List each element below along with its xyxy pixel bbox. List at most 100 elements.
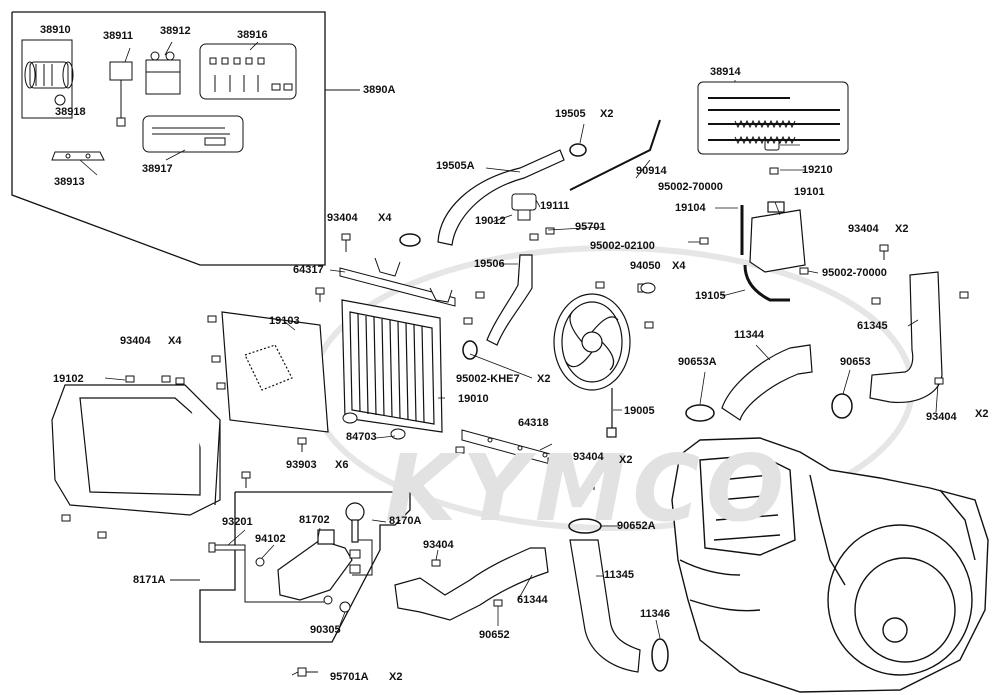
label-64317[interactable]: 64317	[293, 264, 324, 276]
clamp-90653A	[685, 404, 715, 422]
label-19210[interactable]: 19210	[802, 164, 833, 176]
qty-93404-top: X4	[378, 212, 392, 224]
label-19101[interactable]: 19101	[794, 186, 825, 198]
bolts	[61, 167, 969, 677]
label-19012[interactable]: 19012	[475, 215, 506, 227]
label-19111[interactable]: 19111	[540, 200, 570, 212]
label-11346[interactable]: 11346	[640, 608, 670, 620]
label-95002-70000-top[interactable]: 95002-70000	[658, 181, 723, 193]
label-95701A[interactable]: 95701A	[330, 671, 369, 683]
breather-tube	[569, 119, 661, 191]
leader-lines	[79, 41, 939, 676]
qty-94050: X4	[672, 260, 686, 272]
label-93201[interactable]: 93201	[222, 516, 253, 528]
thermostat	[511, 193, 537, 221]
label-90652[interactable]: 90652	[479, 629, 510, 641]
intake-duct-left	[394, 547, 549, 621]
clamp-11346	[651, 638, 669, 672]
label-84703[interactable]: 84703	[346, 431, 377, 443]
qty-93404-left: X4	[168, 335, 182, 347]
qty-93903: X6	[335, 459, 349, 471]
label-94050[interactable]: 94050	[630, 260, 661, 272]
relay-box	[145, 51, 181, 95]
qty-95002-KHE7: X2	[537, 373, 551, 385]
label-38912[interactable]: 38912	[160, 25, 191, 37]
radiator-screen	[221, 311, 329, 433]
hitch-nut	[349, 549, 361, 559]
label-61345[interactable]: 61345	[857, 320, 888, 332]
label-90653A[interactable]: 90653A	[678, 356, 717, 368]
label-19105[interactable]: 19105	[695, 290, 726, 302]
label-95002-02100[interactable]: 95002-02100	[590, 240, 655, 252]
hitch-washer	[255, 557, 265, 567]
label-19104[interactable]: 19104	[675, 202, 706, 214]
upper-hose	[437, 149, 565, 246]
label-93404-left[interactable]: 93404	[120, 335, 151, 347]
label-19010[interactable]: 19010	[458, 393, 489, 405]
label-19005[interactable]: 19005	[624, 405, 655, 417]
winch-kit-frame	[11, 11, 326, 266]
winch-bracket	[51, 151, 105, 161]
label-11344[interactable]: 11344	[734, 329, 764, 341]
label-93404-low[interactable]: 93404	[423, 539, 454, 551]
label-95002-70000-mid[interactable]: 95002-70000	[822, 267, 887, 279]
label-81702[interactable]: 81702	[299, 514, 330, 526]
exhaust-duct-lower	[569, 539, 641, 673]
hitch-ball	[345, 502, 365, 543]
intake-duct-right	[869, 271, 943, 404]
label-95701[interactable]: 95701	[575, 221, 606, 233]
label-38914[interactable]: 38914	[710, 66, 741, 78]
winch-switch	[109, 61, 133, 127]
intake-duct-center	[721, 344, 813, 421]
hitch-receiver	[277, 529, 353, 601]
qty-93404-right: X2	[895, 223, 909, 235]
label-64318[interactable]: 64318	[518, 417, 549, 429]
label-38910[interactable]: 38910	[40, 24, 71, 36]
label-90652A[interactable]: 90652A	[617, 520, 656, 532]
label-38918[interactable]: 38918	[55, 106, 86, 118]
label-61344[interactable]: 61344	[517, 594, 548, 606]
label-19103[interactable]: 19103	[269, 315, 300, 327]
cooling-fan	[553, 293, 631, 438]
label-90653[interactable]: 90653	[840, 356, 871, 368]
label-93404-right[interactable]: 93404	[848, 223, 879, 235]
lower-radiator-hose	[486, 254, 533, 346]
label-93404-top[interactable]: 93404	[327, 212, 358, 224]
label-11345[interactable]: 11345	[604, 569, 634, 581]
label-94102[interactable]: 94102	[255, 533, 286, 545]
label-19506[interactable]: 19506	[474, 258, 505, 270]
cable-kit-box	[142, 115, 244, 153]
label-93404-fr[interactable]: 93404	[926, 411, 957, 423]
hitch-kit-frame	[199, 491, 411, 643]
label-38913[interactable]: 38913	[54, 176, 85, 188]
label-90914[interactable]: 90914	[636, 165, 667, 177]
label-93404-mid[interactable]: 93404	[573, 451, 604, 463]
label-19505[interactable]: 19505	[555, 108, 586, 120]
label-19102[interactable]: 19102	[53, 373, 84, 385]
label-38917[interactable]: 38917	[142, 163, 173, 175]
engine	[671, 437, 989, 693]
clamp-90653	[831, 393, 853, 419]
label-3890A[interactable]: 3890A	[363, 84, 396, 96]
label-19505A[interactable]: 19505A	[436, 160, 475, 172]
radiator	[341, 299, 443, 433]
clamp-upper-hose	[399, 233, 421, 247]
label-8171A[interactable]: 8171A	[133, 574, 166, 586]
hitch-nut-2	[349, 564, 361, 574]
clamp-hose-19506	[462, 340, 478, 360]
qty-19505: X2	[600, 108, 614, 120]
label-93903[interactable]: 93903	[286, 459, 317, 471]
label-95002-KHE7[interactable]: 95002-KHE7	[456, 373, 520, 385]
qty-93404-mid: X2	[619, 454, 633, 466]
label-38916[interactable]: 38916	[237, 29, 268, 41]
label-8170A[interactable]: 8170A	[389, 515, 422, 527]
watermark-text: KYMCO	[385, 435, 791, 542]
hitch-bolt	[208, 542, 246, 553]
label-38911[interactable]: 38911	[103, 30, 133, 42]
reservoir-hose	[743, 264, 790, 302]
label-90305[interactable]: 90305	[310, 624, 341, 636]
winch-inner-box	[21, 39, 73, 119]
hitch-lower-nut	[339, 601, 351, 613]
